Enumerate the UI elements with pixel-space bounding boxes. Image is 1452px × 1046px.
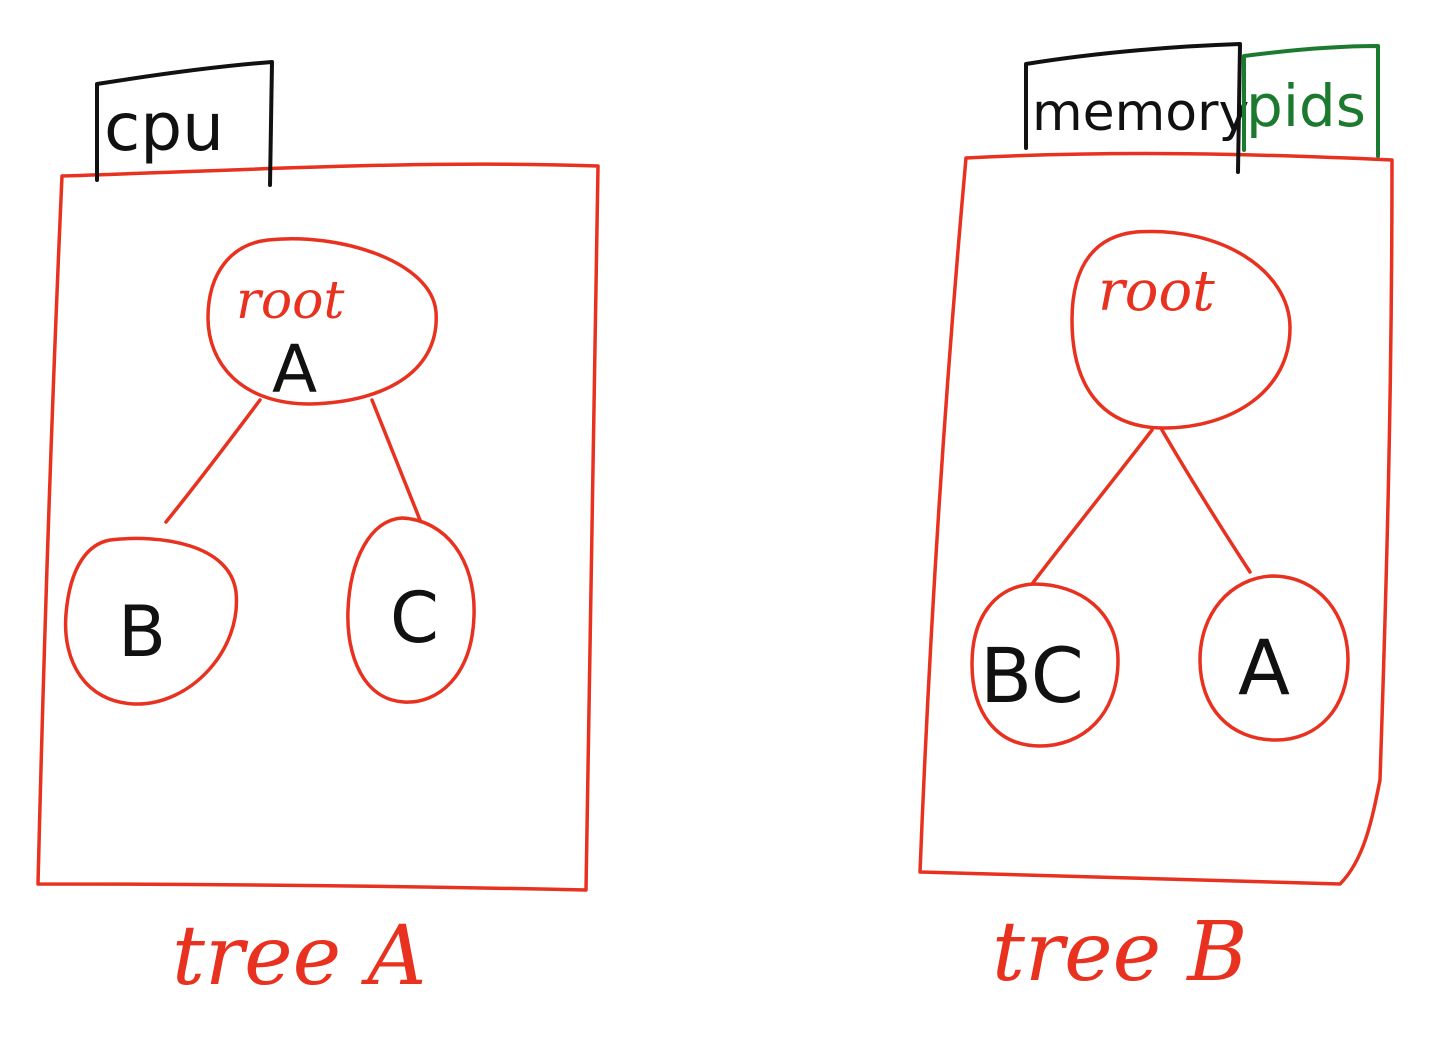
tree-b-edge-left [1030, 428, 1154, 586]
tree-a-child-c: C [346, 516, 476, 704]
tree-a-root-label: root [236, 271, 344, 331]
tree-b-edge-right [1160, 428, 1252, 574]
tree-b-child-bc: BC [970, 582, 1120, 748]
tree-a-child-c-label: C [390, 577, 439, 659]
tree-a-container [36, 162, 600, 892]
tree-a-root-node: root A [206, 237, 438, 408]
tree-a-child-b: B [63, 536, 239, 706]
tree-a-child-b-label: B [118, 591, 166, 673]
tab-memory-outline [1024, 42, 1242, 174]
tab-cpu: cpu [95, 60, 274, 187]
tree-a-edge-right [370, 398, 422, 522]
tree-b-child-bc-label: BC [980, 631, 1084, 720]
tree-b-root-circle [1070, 229, 1292, 430]
tree-a-child-b-circle [63, 536, 239, 706]
tab-cpu-outline [95, 60, 274, 187]
tree-a-root-circle [206, 237, 438, 406]
tab-memory-label: memory [1032, 83, 1249, 143]
tab-memory: memory [1024, 42, 1249, 174]
tree-a-child-c-circle [346, 516, 476, 704]
tab-pids-outline [1242, 44, 1380, 158]
tree-a-root-content: A [272, 331, 317, 408]
tab-pids-label: pids [1246, 72, 1366, 140]
tree-b-root-label: root [1098, 259, 1215, 324]
tree-b: memory pids root BC A tree B [918, 42, 1394, 1000]
tree-a: cpu root A B C tree A [36, 60, 600, 1004]
tree-a-caption: tree A [172, 909, 427, 1004]
tree-b-child-a-label: A [1238, 623, 1290, 712]
tab-cpu-label: cpu [104, 89, 224, 166]
tree-b-root-node: root [1070, 229, 1292, 430]
tree-b-child-a: A [1198, 574, 1350, 742]
tab-pids: pids [1242, 44, 1380, 158]
tree-a-edge-left [164, 398, 262, 524]
tree-b-child-a-circle [1198, 574, 1350, 742]
tree-b-container [918, 151, 1394, 886]
tree-b-child-bc-circle [970, 582, 1120, 748]
tree-b-caption: tree B [992, 905, 1248, 1000]
